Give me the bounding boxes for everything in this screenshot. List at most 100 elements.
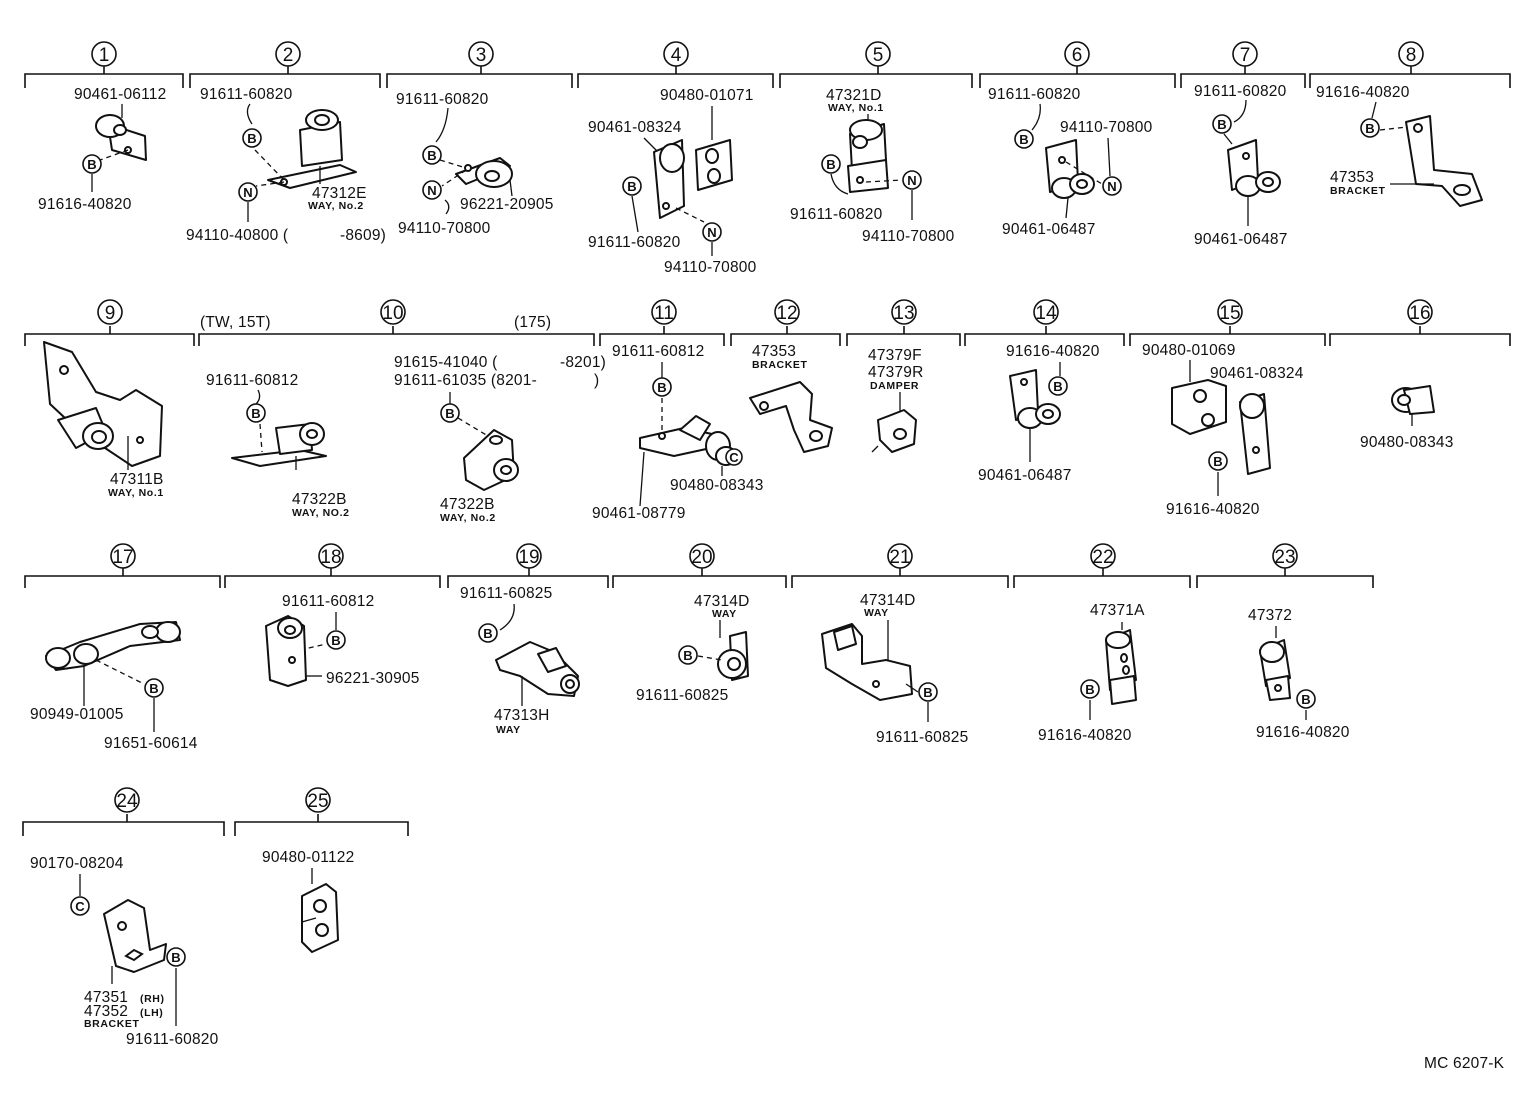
section-17: B 90949-01005 91651-60614 — [30, 621, 198, 752]
svg-text:-8201): -8201) — [560, 354, 606, 371]
svg-text:C: C — [729, 450, 739, 465]
svg-text:94110-70800: 94110-70800 — [398, 220, 491, 237]
svg-text:91611-60825: 91611-60825 — [876, 729, 968, 746]
svg-text:91611-60812: 91611-60812 — [612, 343, 704, 360]
svg-text:(LH): (LH) — [140, 1007, 163, 1019]
svg-text:94110-40800 (: 94110-40800 ( — [186, 227, 289, 244]
svg-text:BRACKET: BRACKET — [1330, 185, 1386, 197]
section-17-number: 17 — [110, 543, 136, 569]
b-marker: B — [326, 630, 346, 650]
svg-text:BRACKET: BRACKET — [752, 359, 808, 371]
svg-text:91616-40820: 91616-40820 — [1038, 727, 1132, 744]
section-24-number: 24 — [114, 787, 140, 813]
section-20-number: 20 — [689, 543, 715, 569]
section-3-number: 3 — [468, 41, 494, 67]
b-marker: B — [166, 947, 186, 967]
svg-text:12: 12 — [776, 303, 797, 324]
svg-text:(RH): (RH) — [140, 993, 165, 1005]
svg-text:B: B — [1213, 454, 1222, 469]
svg-text:WAY: WAY — [496, 724, 521, 736]
section-3: 91611-60820 B N 96221-20905 94110-70800 — [396, 91, 553, 237]
section-22: 47371A B 91616-40820 — [1038, 602, 1145, 744]
svg-text:24: 24 — [116, 791, 138, 812]
svg-text:5: 5 — [873, 45, 884, 66]
section-6: 91611-60820 B 94110-70800 N 90461-06487 — [988, 86, 1152, 238]
svg-text:C: C — [75, 899, 85, 914]
svg-text:47353: 47353 — [1330, 169, 1374, 186]
svg-text:90170-08204: 90170-08204 — [30, 855, 124, 872]
svg-text:6: 6 — [1072, 45, 1083, 66]
svg-text:47352: 47352 — [84, 1003, 128, 1020]
svg-text:8: 8 — [1406, 45, 1417, 66]
section-19: 91611-60825 B 47313H WAY — [460, 585, 580, 736]
svg-text:25: 25 — [307, 791, 328, 812]
b-marker: B — [652, 377, 672, 397]
svg-text:(175): (175) — [514, 314, 551, 331]
svg-text:91615-41040 (: 91615-41040 ( — [394, 354, 498, 371]
n-marker: N — [422, 180, 442, 200]
section-23: 47372 B 91616-40820 — [1248, 607, 1350, 741]
svg-text:91611-60820: 91611-60820 — [790, 206, 883, 223]
section-2-number: 2 — [275, 41, 301, 67]
section-25: 90480-01122 — [262, 849, 354, 953]
b-marker: B — [242, 128, 262, 148]
section-11-number: 11 — [651, 299, 677, 325]
svg-text:N: N — [707, 225, 716, 240]
svg-text:15: 15 — [1219, 303, 1240, 324]
diagram-code: MC 6207-K — [1424, 1055, 1505, 1072]
svg-text:B: B — [627, 179, 636, 194]
svg-text:90461-08779: 90461-08779 — [592, 505, 686, 522]
svg-text:(TW, 15T): (TW, 15T) — [200, 314, 271, 331]
b-marker: B — [440, 403, 460, 423]
svg-text:23: 23 — [1274, 547, 1295, 568]
section-19-number: 19 — [516, 543, 542, 569]
section-9: 47311B WAY, No.1 — [43, 341, 164, 499]
c-marker: C — [70, 896, 90, 916]
svg-text:47371A: 47371A — [1090, 602, 1145, 619]
b-marker: B — [1296, 689, 1316, 709]
b-marker: B — [82, 154, 102, 174]
svg-text:B: B — [1053, 379, 1062, 394]
svg-text:47314D: 47314D — [860, 592, 916, 609]
section-18-number: 18 — [318, 543, 344, 569]
svg-text:WAY, No.1: WAY, No.1 — [108, 487, 164, 499]
svg-text:90461-06487: 90461-06487 — [978, 467, 1072, 484]
svg-text:47313H: 47313H — [494, 707, 550, 724]
svg-text:47322B: 47322B — [440, 496, 495, 513]
svg-text:7: 7 — [1240, 45, 1251, 66]
svg-text:B: B — [923, 685, 932, 700]
row1-brackets — [24, 66, 1511, 88]
svg-text:90480-08343: 90480-08343 — [1360, 434, 1454, 451]
section-4-number: 4 — [663, 41, 689, 67]
svg-text:16: 16 — [1409, 303, 1430, 324]
svg-text:47372: 47372 — [1248, 607, 1292, 624]
b-marker: B — [1080, 679, 1100, 699]
svg-text:B: B — [247, 131, 256, 146]
b-marker: B — [821, 154, 841, 174]
b-marker: B — [622, 176, 642, 196]
svg-text:20: 20 — [691, 547, 712, 568]
section-1: 90461-06112 91616-40820 B — [38, 86, 166, 213]
svg-text:94110-70800: 94110-70800 — [664, 259, 757, 276]
svg-text:B: B — [445, 406, 454, 421]
section-16-number: 16 — [1407, 299, 1433, 325]
svg-text:14: 14 — [1035, 303, 1057, 324]
svg-text:90949-01005: 90949-01005 — [30, 706, 124, 723]
svg-text:91611-60820: 91611-60820 — [396, 91, 489, 108]
section-24: 90170-08204 C B 47351 (RH) 47352 (LH) BR… — [30, 855, 218, 1048]
section-2: 91611-60820 B N 47312E WAY, No.2 94110-4… — [186, 86, 386, 244]
svg-text:4: 4 — [671, 45, 682, 66]
section-21: 47314D WAY B 91611-60825 — [821, 592, 968, 746]
svg-text:91611-60825: 91611-60825 — [460, 585, 552, 602]
svg-text:B: B — [683, 648, 692, 663]
b-marker: B — [422, 145, 442, 165]
svg-text:1: 1 — [99, 45, 110, 66]
svg-text:90480-01071: 90480-01071 — [660, 87, 754, 104]
section-8-number: 8 — [1398, 41, 1424, 67]
svg-text:90461-06112: 90461-06112 — [74, 86, 166, 103]
b-marker: B — [1360, 118, 1380, 138]
svg-text:9: 9 — [105, 303, 116, 324]
section-20: 47314D WAY B 91611-60825 — [636, 593, 749, 704]
svg-text:94110-70800: 94110-70800 — [862, 228, 955, 245]
